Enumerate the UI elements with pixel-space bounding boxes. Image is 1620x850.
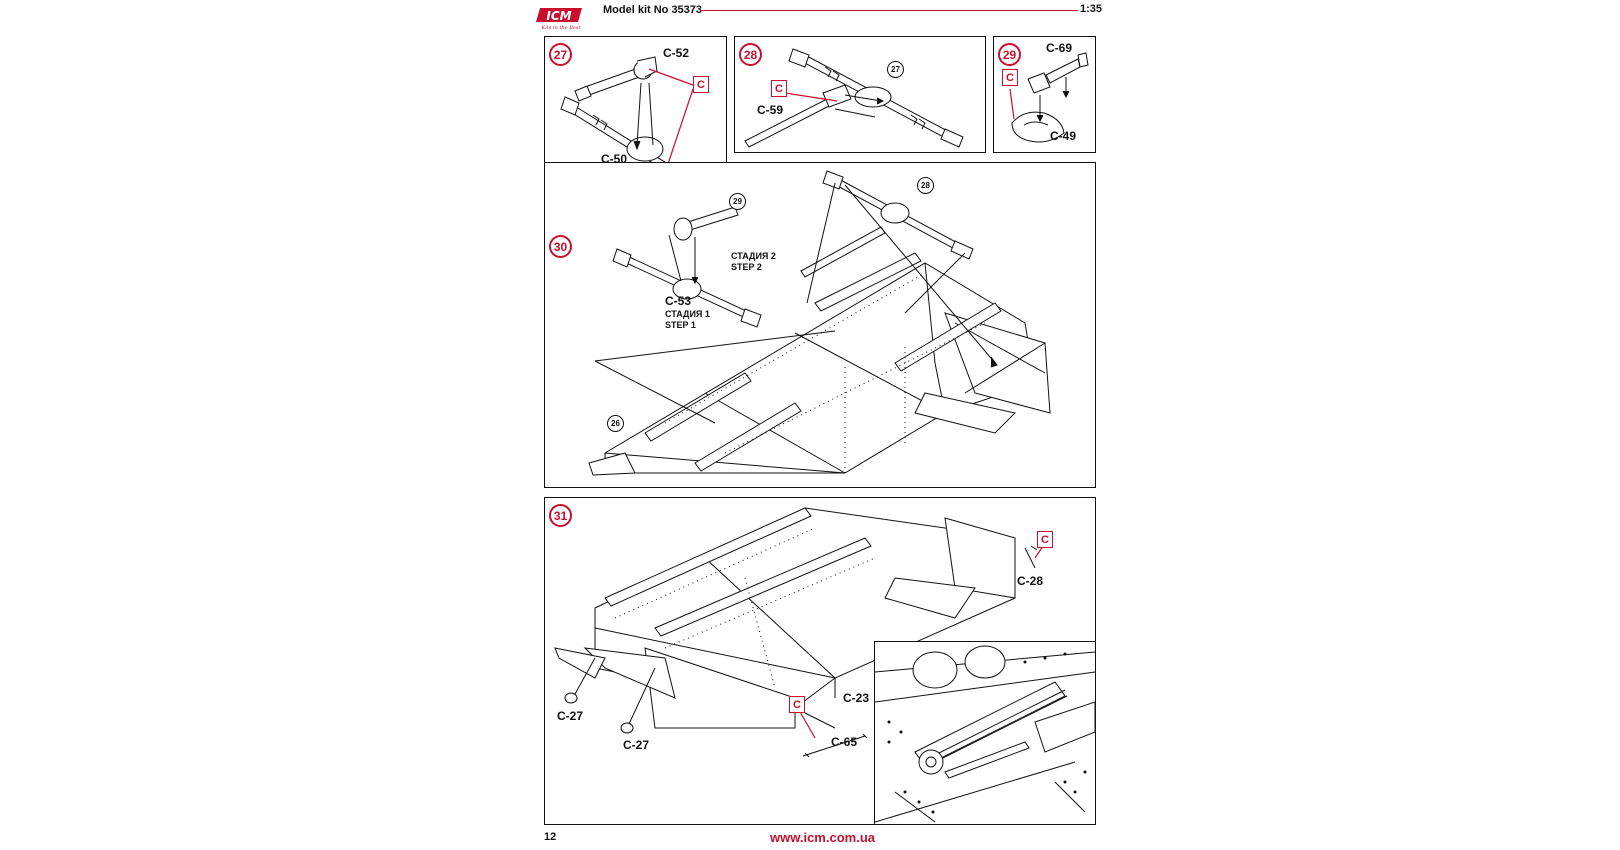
part-label-c27-b: C-27 bbox=[623, 738, 650, 752]
svg-text:Kits in the Best: Kits in the Best bbox=[541, 25, 582, 30]
step-28-badge: 28 bbox=[739, 43, 762, 66]
sprue-c-marker: C bbox=[771, 80, 787, 97]
step-27-badge: 27 bbox=[549, 43, 572, 66]
step-31-panel: 31 C C-28 C C-23 C-27 C-27 C-65 bbox=[544, 497, 1096, 825]
step-28-drawing bbox=[744, 48, 964, 148]
step-29-drawing bbox=[1009, 52, 1089, 143]
part-label-c52: C-52 bbox=[663, 46, 690, 60]
part-label-c49: C-49 bbox=[1050, 129, 1077, 143]
step-31-drawing bbox=[554, 507, 1046, 758]
step-30-badge: 30 bbox=[549, 235, 572, 258]
step-31-badge: 31 bbox=[549, 504, 572, 527]
header-rule bbox=[700, 10, 1078, 11]
icm-logo: ICM Kits in the Best bbox=[536, 8, 582, 30]
reference-step-27: 27 bbox=[887, 61, 904, 78]
step-28-panel: 28 27 C C-59 bbox=[734, 36, 986, 153]
part-label-c53: C-53 bbox=[665, 294, 692, 308]
detail-inset bbox=[874, 641, 1095, 824]
stage-2-ru: СТАДИЯ 2 bbox=[731, 251, 776, 261]
stage-1-ru: СТАДИЯ 1 bbox=[665, 309, 710, 319]
sprue-c-marker: C bbox=[693, 76, 709, 93]
model-kit-number: Model kit No 35373 bbox=[603, 4, 703, 16]
stage-1-label: СТАДИЯ 1 STEP 1 bbox=[665, 309, 710, 331]
page-number: 12 bbox=[544, 831, 557, 843]
part-label-c23: C-23 bbox=[843, 691, 870, 705]
part-label-c27-a: C-27 bbox=[557, 709, 584, 723]
part-label-c28: C-28 bbox=[1017, 574, 1044, 588]
stage-2-label: СТАДИЯ 2 STEP 2 bbox=[731, 251, 776, 273]
scale-label: 1:35 bbox=[1080, 3, 1103, 15]
part-label-c59: C-59 bbox=[757, 103, 784, 117]
step-30-panel: 30 29 28 26 СТАДИЯ 2 STEP 2 C-53 СТАДИЯ … bbox=[544, 162, 1096, 488]
part-label-c65: C-65 bbox=[831, 735, 858, 749]
reference-step-28: 28 bbox=[917, 177, 934, 194]
reference-step-29: 29 bbox=[729, 193, 746, 210]
step-29-badge: 29 bbox=[998, 43, 1021, 66]
reference-step-26: 26 bbox=[607, 415, 624, 432]
svg-text:ICM: ICM bbox=[546, 9, 571, 23]
sprue-c-marker: C bbox=[789, 696, 805, 713]
sprue-c-marker: C bbox=[1037, 531, 1053, 548]
sprue-c-marker: C bbox=[1002, 69, 1018, 86]
website-link[interactable]: www.icm.com.ua bbox=[770, 830, 875, 845]
stage-2-en: STEP 2 bbox=[731, 262, 762, 272]
step-29-panel: 29 C-69 C C-49 bbox=[993, 36, 1096, 153]
detail-inset-drawing bbox=[875, 645, 1095, 823]
step-30-drawing bbox=[588, 170, 1051, 476]
part-label-c69: C-69 bbox=[1046, 41, 1073, 55]
stage-1-en: STEP 1 bbox=[665, 320, 696, 330]
